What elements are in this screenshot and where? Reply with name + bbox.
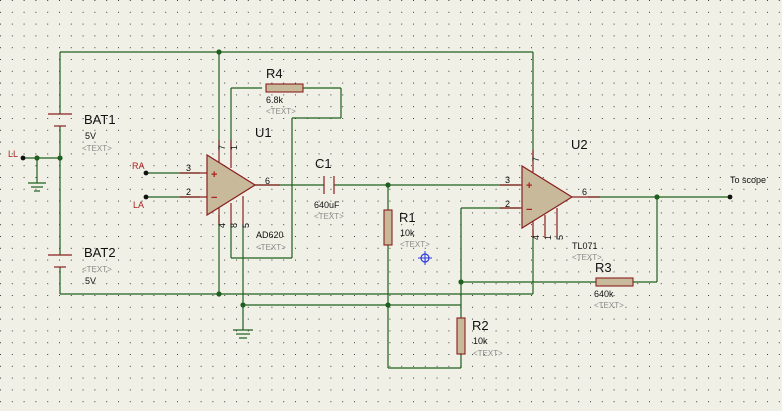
r3-text: <TEXT>	[594, 301, 624, 310]
terminal-la-label: LA	[133, 200, 144, 210]
battery-bat2[interactable]: BAT2 <TEXT> 5V	[48, 245, 116, 286]
u1-pin-5: 5	[241, 223, 251, 228]
terminal-output-label: To scope	[730, 175, 766, 185]
r3-ref: R3	[595, 260, 612, 275]
bat1-ref: BAT1	[84, 112, 116, 127]
bat1-value: 5V	[85, 131, 96, 141]
r4-ref: R4	[266, 66, 283, 81]
u1-pin-7: 7	[217, 145, 227, 150]
r3-value: 640k	[594, 289, 614, 299]
r4-text: <TEXT>	[266, 107, 296, 116]
u1-ref: U1	[255, 125, 272, 140]
junctions	[34, 49, 660, 308]
u1-text: <TEXT>	[256, 243, 286, 252]
u2-pin-3: 3	[505, 175, 510, 185]
r4-value: 6.8k	[266, 95, 284, 105]
u2-minus-sign: −	[526, 204, 532, 216]
terminal-ra[interactable]: RA	[132, 161, 149, 176]
u1-pin-3: 3	[186, 163, 191, 173]
battery-bat1[interactable]: BAT1 5V <TEXT>	[48, 112, 116, 153]
r2-text: <TEXT>	[473, 349, 503, 358]
u2-pin-6: 6	[582, 187, 587, 197]
ground-symbol-left	[28, 182, 46, 192]
u2-plus-sign: +	[526, 180, 532, 192]
bat2-ref: BAT2	[84, 245, 116, 260]
r2-ref: R2	[472, 318, 489, 333]
bat2-text: <TEXT>	[82, 265, 112, 274]
opamp-u2[interactable]: + − 3 2 6 7 4 1 5 U2 TL071 <TEXT>	[500, 137, 602, 262]
terminal-la[interactable]: LA	[133, 194, 149, 210]
u2-pin-2: 2	[505, 199, 510, 209]
capacitor-c1[interactable]: C1 640uF <TEXT>	[314, 156, 344, 221]
resistor-r4[interactable]: R4 6.8k <TEXT>	[265, 66, 304, 116]
u2-pin-4: 4	[531, 235, 541, 240]
u1-pin-2: 2	[186, 187, 191, 197]
c1-text: <TEXT>	[314, 212, 344, 221]
u1-part: AD620	[256, 230, 284, 240]
u2-part: TL071	[572, 241, 598, 251]
u2-pin-5: 5	[555, 235, 565, 240]
c1-value: 640uF	[314, 200, 340, 210]
u2-pin-7: 7	[531, 157, 541, 162]
r2-value: 10k	[473, 336, 488, 346]
opamp-u1[interactable]: + − 3 2 6 7 1 4 8 5 U1 AD620 <TEXT>	[180, 125, 286, 252]
u1-pin-8: 8	[229, 223, 239, 228]
bat1-text: <TEXT>	[82, 144, 112, 153]
u1-pin-1: 1	[229, 145, 239, 150]
r1-value: 10k	[400, 228, 415, 238]
u1-pin-6: 6	[265, 176, 270, 186]
cursor-crosshair-icon	[418, 251, 432, 265]
c1-ref: C1	[315, 156, 332, 171]
u2-text: <TEXT>	[572, 253, 602, 262]
resistor-r3[interactable]: R3 640k <TEXT>	[594, 260, 634, 310]
terminal-output[interactable]: To scope	[727, 175, 766, 200]
u1-minus-sign: −	[211, 192, 217, 204]
u2-pin-1: 1	[543, 235, 553, 240]
u1-pin-4: 4	[217, 223, 227, 228]
bat2-value: 5V	[85, 276, 96, 286]
u1-plus-sign: +	[211, 169, 217, 181]
terminal-ll[interactable]: LL	[8, 149, 26, 161]
wires	[23, 51, 730, 369]
u2-ref: U2	[571, 137, 588, 152]
terminal-ll-label: LL	[8, 149, 18, 159]
resistor-r2[interactable]: R2 10k <TEXT>	[456, 317, 503, 358]
r1-text: <TEXT>	[400, 240, 430, 249]
r1-ref: R1	[399, 210, 416, 225]
ground-symbol-bottom	[233, 329, 253, 339]
resistor-r1[interactable]: R1 10k <TEXT>	[383, 209, 430, 249]
terminal-ra-label: RA	[132, 161, 145, 171]
